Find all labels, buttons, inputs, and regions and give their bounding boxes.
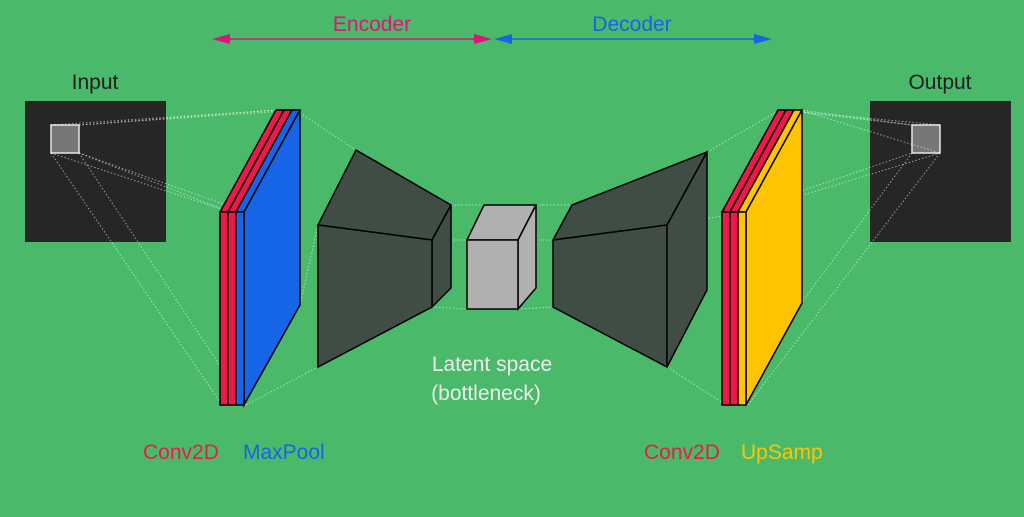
input-patch [50,124,80,154]
encoder-arrow [212,34,492,44]
decoder-label: Decoder [592,13,671,36]
decoder-conv2d-label: Conv2D [644,441,720,464]
output-label: Output [908,71,971,94]
latent-cube [465,204,538,312]
encoder-label: Encoder [333,13,411,36]
connection-lines [50,109,941,406]
output-image [870,101,1011,242]
input-label: Input [72,71,119,94]
encoder-maxpool-label: MaxPool [243,441,325,464]
decoder-block [551,150,709,369]
latent-label-line2: (bottleneck) [431,382,541,405]
output-patch [911,124,941,154]
encoder-maxpool-layer [234,109,302,408]
encoder-conv2d-label: Conv2D [143,441,219,464]
latent-label-line1: Latent space [432,353,552,376]
encoder-block [316,148,453,369]
decoder-upsamp-label: UpSamp [741,441,823,464]
decoder-upsamp-layer [736,109,804,406]
decoder-arrow [494,34,772,44]
input-image [25,101,166,242]
